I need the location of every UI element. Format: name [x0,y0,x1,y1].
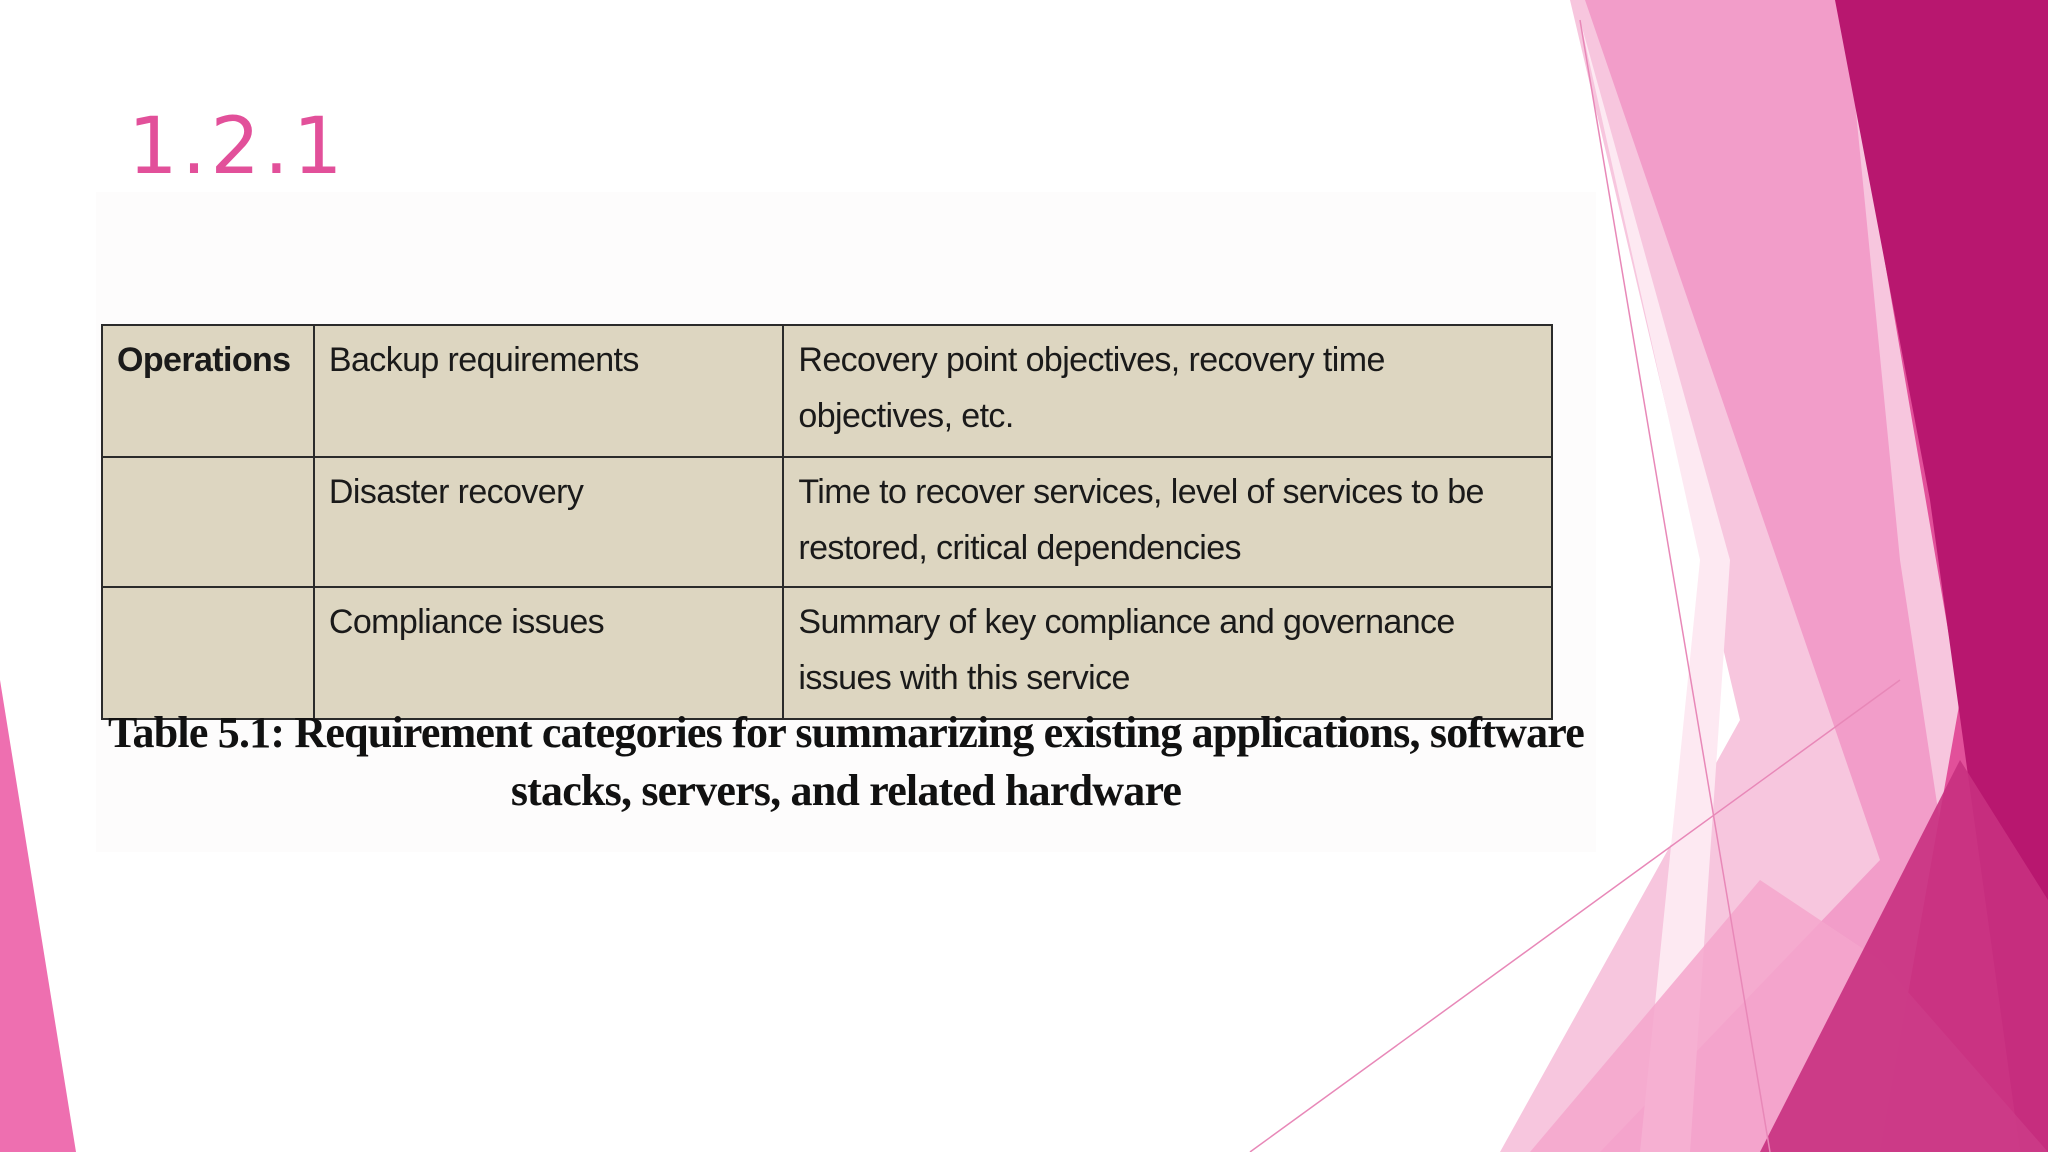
thin-line-1 [1579,19,1771,1152]
requirements-table: Operations Backup requirements Recovery … [101,324,1553,720]
description-cell: Time to recover services, level of servi… [782,456,1553,588]
left-accent-triangle [0,680,76,1152]
description-cell: Summary of key compliance and governance… [782,586,1553,720]
right-lower-accent [1760,760,2048,1152]
category-cell: Operations [101,324,315,458]
table-row: Disaster recovery Time to recover servic… [101,456,1553,588]
requirement-cell: Disaster recovery [312,456,785,588]
table-figure: Operations Backup requirements Recovery … [96,192,1596,852]
table-row: Compliance issues Summary of key complia… [101,586,1553,720]
table-caption: Table 5.1: Requirement categories for su… [96,704,1596,820]
requirement-cell: Backup requirements [312,324,785,458]
thin-line-2 [1249,679,1901,1152]
table-row: Operations Backup requirements Recovery … [101,324,1553,458]
category-cell [101,456,315,588]
requirement-cell: Compliance issues [312,586,785,720]
category-cell [101,586,315,720]
caption-line-1: Table 5.1: Requirement categories for su… [108,708,1585,757]
slide-title: 1.2.1 [128,102,347,192]
caption-line-2: stacks, servers, and related hardware [510,766,1182,815]
description-cell: Recovery point objectives, recovery time… [782,324,1553,458]
right-white-sliver [1580,20,1730,1152]
right-light-panel [1585,0,1990,1152]
